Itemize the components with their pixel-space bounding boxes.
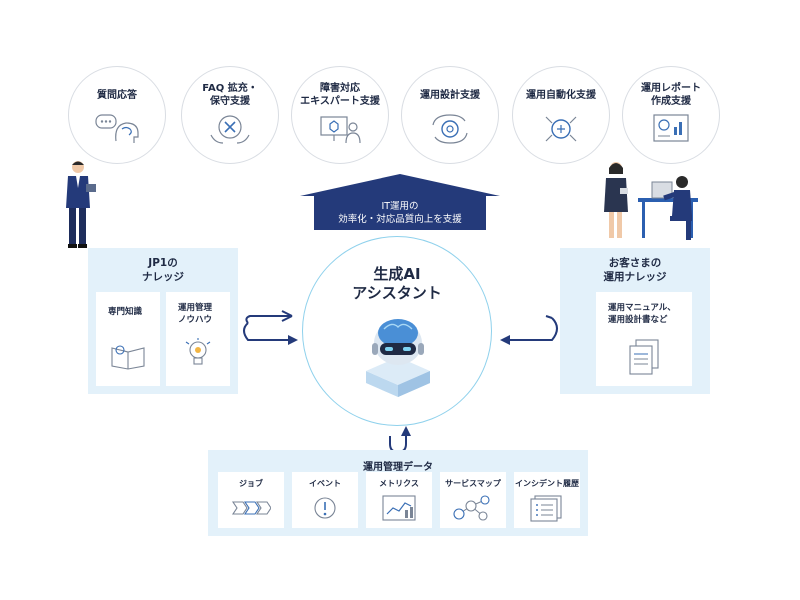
data-card-job: ジョブ — [218, 472, 284, 528]
generative-ai-assistant-circle: 生成AI アシスタント — [302, 236, 492, 426]
circle-report-support: 運用レポート 作成支援 — [622, 66, 720, 164]
card-label: 運用管理 ノウハウ — [178, 303, 213, 325]
card-label: イベント — [309, 479, 341, 488]
card-label: 専門知識 — [108, 307, 143, 317]
data-card-event: イベント — [292, 472, 358, 528]
ai-robot-icon — [366, 319, 430, 397]
data-card-incident-history: インシデント履歴 — [514, 472, 580, 528]
circle-label: FAQ 拡充・ 保守支援 — [202, 83, 258, 107]
data-card-metrics: メトリクス — [366, 472, 432, 528]
data-card-service-map: サービスマップ — [440, 472, 506, 528]
circle-expert-support: 障害対応 エキスパート支援 — [291, 66, 389, 164]
circle-faq-support: FAQ 拡充・ 保守支援 — [181, 66, 279, 164]
customer-manual-card: 運用マニュアル、 運用設計書など — [596, 292, 692, 386]
circle-label: 質問応答 — [97, 89, 137, 101]
banner-text: IT運用の 効率化・対応品質向上を支援 — [338, 201, 462, 225]
efficiency-arrow-banner — [300, 174, 500, 230]
metrics-chart-icon — [382, 495, 416, 521]
right-people-illustration — [604, 162, 698, 240]
circle-label: 運用設計支援 — [420, 89, 480, 101]
knowledge-card-expertise: 専門知識 — [96, 292, 160, 386]
circle-label: 運用自動化支援 — [526, 89, 596, 101]
gear-cycle-icon — [432, 114, 468, 144]
card-label: インシデント履歴 — [515, 479, 579, 488]
tools-hands-icon — [210, 115, 250, 144]
circle-label: 障害対応 エキスパート支援 — [300, 83, 380, 107]
chat-brain-icon — [95, 114, 139, 143]
customer-knowledge-panel: お客さまの 運用ナレッジ 運用マニュアル、 運用設計書など — [560, 248, 710, 394]
alert-icon — [314, 497, 336, 519]
panel-title: お客さまの 運用ナレッジ — [603, 257, 667, 283]
job-flow-icon — [231, 501, 271, 515]
panel-title: 運用管理データ — [363, 462, 433, 473]
incident-list-icon — [530, 495, 562, 522]
expert-monitor-icon — [320, 116, 361, 144]
service-map-icon — [453, 495, 490, 521]
card-label: メトリクス — [379, 479, 419, 488]
lightbulb-icon — [185, 338, 211, 365]
card-label: ジョブ — [239, 479, 263, 488]
automation-chip-icon — [545, 116, 577, 142]
circle-design-support: 運用設計支援 — [401, 66, 499, 164]
book-icon — [111, 345, 145, 370]
left-person-illustration — [66, 161, 96, 248]
panel-title: JP1の ナレッジ — [142, 257, 184, 283]
knowledge-card-know-how: 運用管理 ノウハウ — [166, 292, 230, 386]
jp1-knowledge-panel: JP1の ナレッジ 専門知識 運用管理 ノウハウ — [88, 248, 238, 394]
circle-automation-support: 運用自動化支援 — [512, 66, 610, 164]
circle-question-answer: 質問応答 — [68, 66, 166, 164]
card-label: 運用マニュアル、 運用設計書など — [608, 303, 676, 325]
report-chart-icon — [653, 114, 689, 142]
document-stack-icon — [629, 339, 659, 375]
circle-label: 運用レポート 作成支援 — [641, 83, 701, 107]
card-label: サービスマップ — [445, 479, 501, 488]
center-title: 生成AI アシスタント — [352, 265, 442, 302]
